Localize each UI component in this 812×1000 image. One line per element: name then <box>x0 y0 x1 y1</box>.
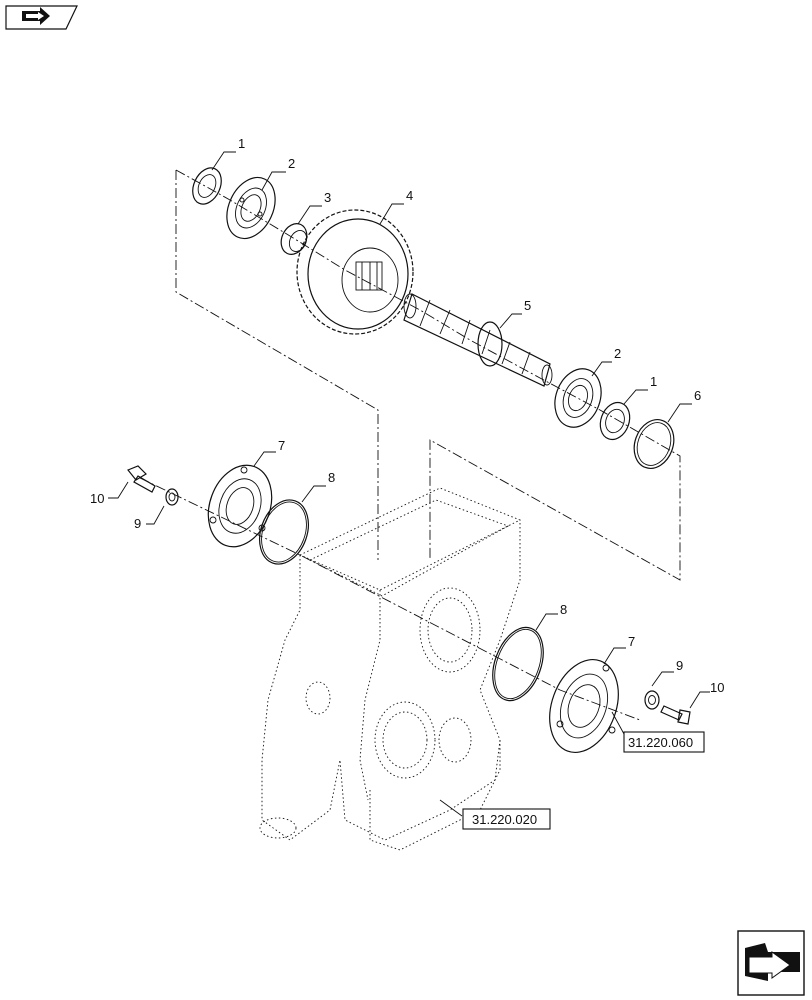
callout-3: 3 <box>324 190 331 205</box>
callout-1: 1 <box>238 136 245 151</box>
bolt-10 <box>127 465 156 493</box>
callout-8-right: 8 <box>560 602 567 617</box>
gear-4 <box>296 209 414 335</box>
spacer-3 <box>280 223 308 255</box>
svg-text:31.220.060: 31.220.060 <box>628 735 693 750</box>
callout-8: 8 <box>328 470 335 485</box>
callout-6: 6 <box>694 388 701 403</box>
callout-5: 5 <box>524 298 531 313</box>
cover-plate-7-right <box>549 658 619 754</box>
callout-4: 4 <box>406 188 413 203</box>
callout-9-right: 9 <box>676 658 683 673</box>
bearing-2-lower <box>554 368 602 428</box>
callout-1-lower: 1 <box>650 374 657 389</box>
bearing-2 <box>226 176 276 240</box>
callout-2-lower: 2 <box>614 346 621 361</box>
seal-ring-1 <box>192 167 222 205</box>
callout-7-right: 7 <box>628 634 635 649</box>
callout-7: 7 <box>278 438 285 453</box>
transmission-housing <box>259 487 522 851</box>
o-ring-8-right <box>492 626 544 702</box>
reference-box-upper[interactable]: 31.220.060 <box>623 731 705 753</box>
callout-9: 9 <box>134 516 141 531</box>
folder-arrow-icon[interactable] <box>5 5 78 30</box>
callout-10-right: 10 <box>710 680 724 695</box>
bolt-10-right <box>660 705 691 725</box>
navigate-arrow-icon[interactable] <box>737 930 805 996</box>
o-ring-8 <box>259 499 309 565</box>
shaft-5 <box>403 293 553 387</box>
reference-box-lower[interactable]: 31.220.020 <box>462 808 551 830</box>
callout-2: 2 <box>288 156 295 171</box>
washer-9-right <box>644 690 660 710</box>
washer-9 <box>165 488 179 506</box>
leader-lines <box>108 151 710 817</box>
seal-ring-1-lower <box>599 401 631 441</box>
svg-text:31.220.020: 31.220.020 <box>472 812 537 827</box>
snap-ring-6 <box>633 419 675 469</box>
callout-10: 10 <box>90 491 104 506</box>
